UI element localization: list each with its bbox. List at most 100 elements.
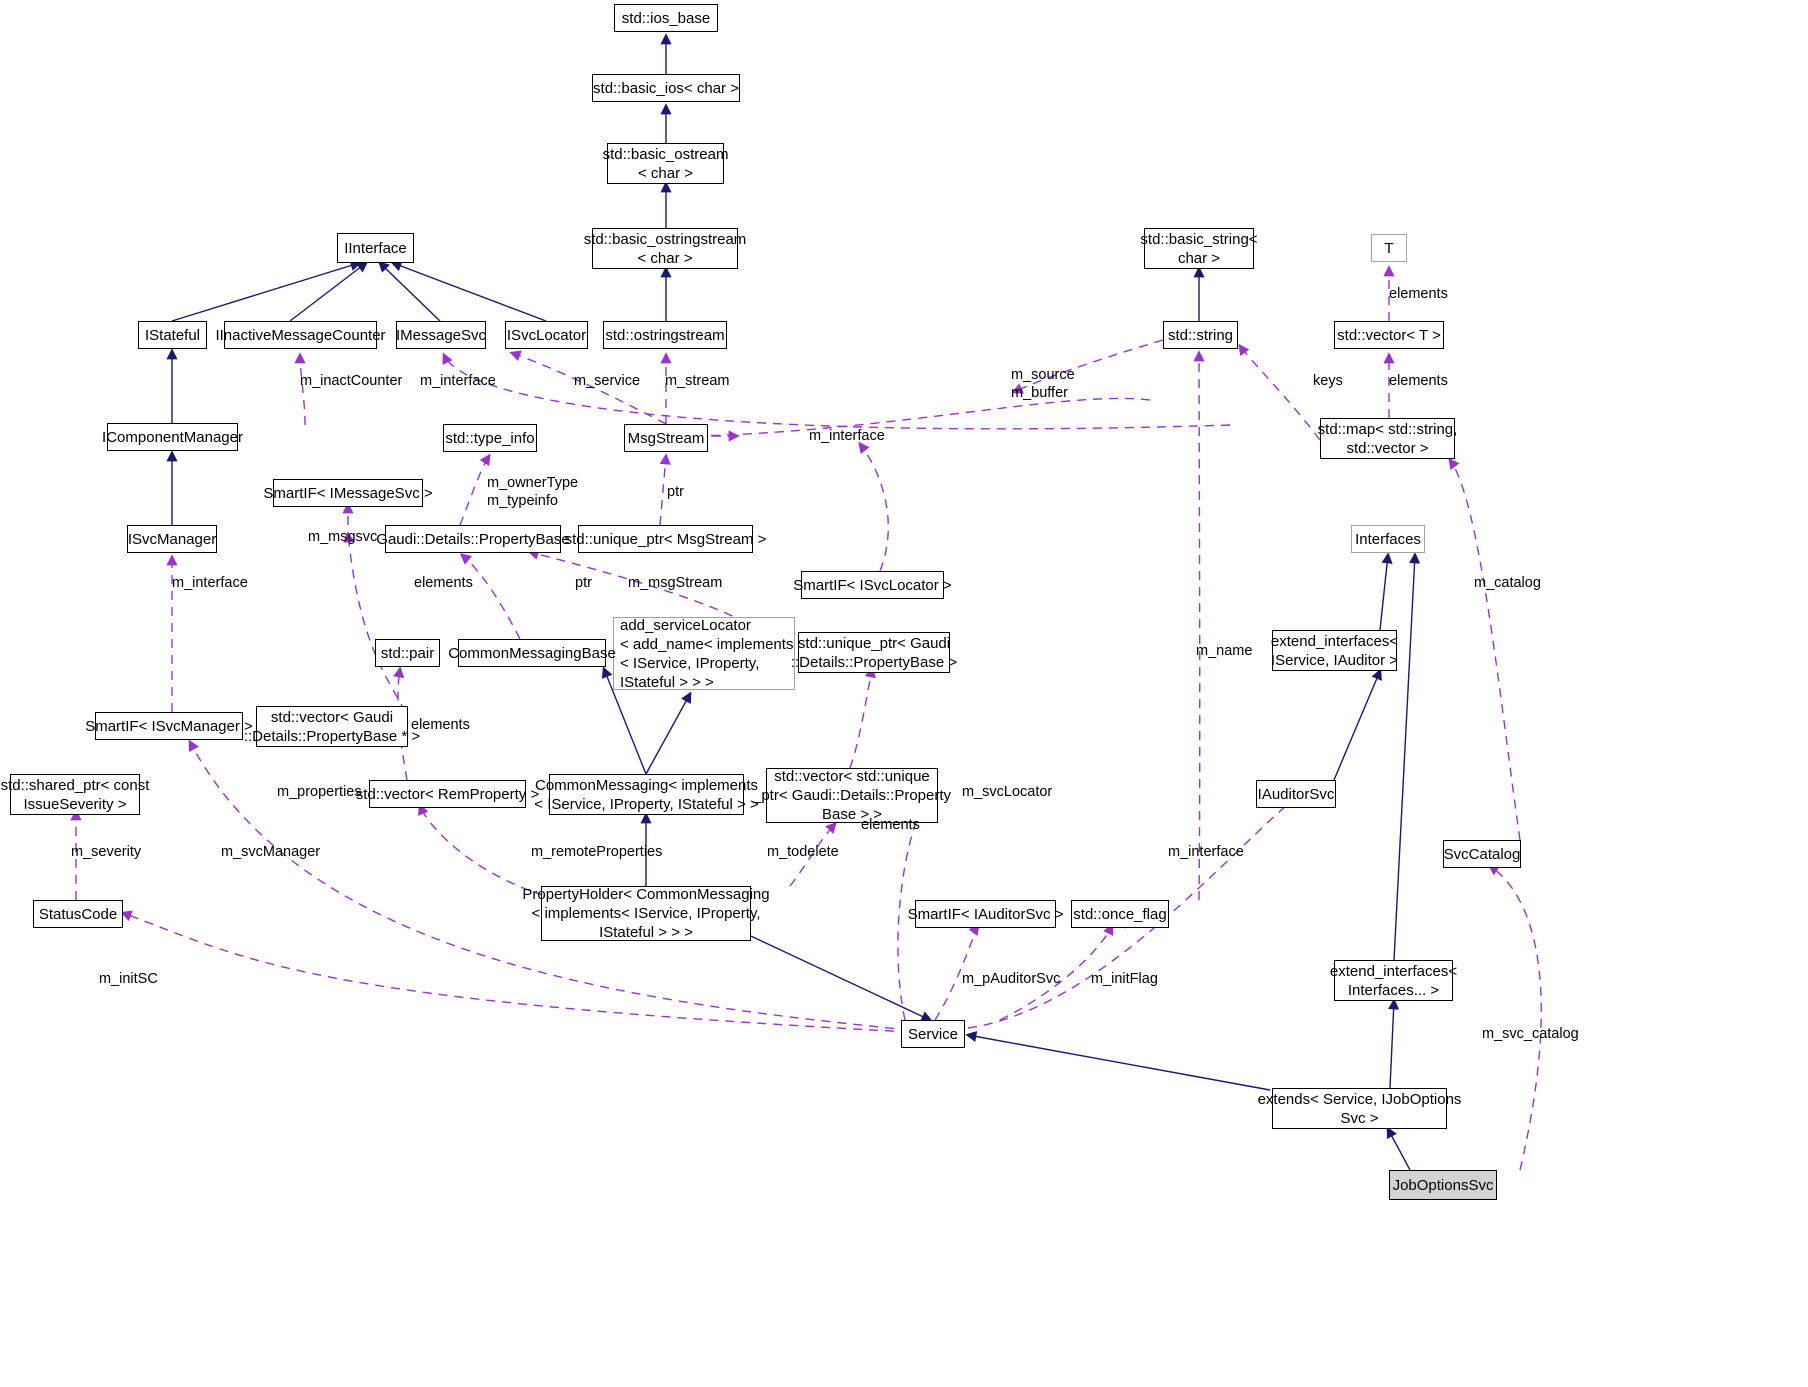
node-commonmessagingbase[interactable]: CommonMessagingBase <box>448 639 616 667</box>
node-smartif-imessagesvc[interactable]: SmartIF< IMessageSvc > <box>263 479 433 507</box>
node-label: Service <box>907 1025 959 1043</box>
node-commonmessaging[interactable]: CommonMessaging< implements < IService, … <box>534 774 759 815</box>
node-smartif-isvcmanager[interactable]: SmartIF< ISvcManager > <box>85 712 253 740</box>
node-std-unique-ptr-gaudi-propertybase[interactable]: std::unique_ptr< Gaudi ::Details::Proper… <box>791 632 957 673</box>
node-label: SmartIF< IMessageSvc > <box>263 484 433 502</box>
node-std-string[interactable]: std::string <box>1163 321 1238 349</box>
node-service[interactable]: Service <box>901 1020 965 1048</box>
edge-label-elements-t: elements <box>1389 286 1448 302</box>
node-label: extends< Service, IJobOptions Svc > <box>1257 1090 1462 1127</box>
node-std-vector-unique-ptr-gaudi[interactable]: std::vector< std::unique _ptr< Gaudi::De… <box>753 768 951 823</box>
node-label: extend_interfaces< Interfaces... > <box>1329 962 1458 999</box>
node-std-once-flag[interactable]: std::once_flag <box>1071 900 1169 928</box>
edge-label-keys: keys <box>1313 373 1343 389</box>
node-label: IInactiveMessageCounter <box>215 326 386 344</box>
node-label: std::shared_ptr< const IssueSeverity > <box>0 776 150 813</box>
node-std-vector-propertybase-ptr[interactable]: std::vector< Gaudi ::Details::PropertyBa… <box>244 706 420 747</box>
node-std-vector-t[interactable]: std::vector< T > <box>1334 321 1444 349</box>
node-std-basic-string[interactable]: std::basic_string< char > <box>1140 228 1258 269</box>
node-label: Gaudi::Details::PropertyBase <box>376 530 570 548</box>
node-label: ISvcManager <box>127 530 217 548</box>
node-std-vector-remproperty[interactable]: std::vector< RemProperty > <box>356 780 539 808</box>
node-label: std::unique_ptr< MsgStream > <box>564 530 767 548</box>
node-iinterface[interactable]: IInterface <box>337 233 414 263</box>
edge-label-m-interface-iauditorsvc: m_interface <box>1168 844 1244 860</box>
edge-label-ptr-propertybase: ptr <box>575 575 592 591</box>
edge-label-m-pauditorsvc: m_pAuditorSvc <box>962 971 1061 987</box>
node-std-pair[interactable]: std::pair <box>375 639 440 667</box>
edge-label-m-interface-svclocator: m_interface <box>809 428 885 444</box>
edge-label-elements-vector-t: elements <box>1389 373 1448 389</box>
edge-label-m-initflag: m_initFlag <box>1091 971 1158 987</box>
node-std-basic-ostringstream[interactable]: std::basic_ostringstream < char > <box>584 228 746 269</box>
node-std-type-info[interactable]: std::type_info <box>443 424 537 452</box>
node-label: std::vector< std::unique _ptr< Gaudi::De… <box>753 768 952 823</box>
node-add-servicelocator[interactable]: add_serviceLocator < add_name< implement… <box>613 617 795 691</box>
node-statuscode[interactable]: StatusCode <box>33 900 123 928</box>
edge-label-m-catalog: m_catalog <box>1474 575 1541 591</box>
edge-label-m-svcmanager: m_svcManager <box>221 844 321 860</box>
node-label: IStateful <box>144 326 201 344</box>
node-label: SvcCatalog <box>1443 845 1521 863</box>
node-std-basic-ostream[interactable]: std::basic_ostream < char > <box>603 143 728 184</box>
node-template-t[interactable]: T <box>1371 234 1407 262</box>
node-icomponentmanager[interactable]: IComponentManager <box>102 423 243 451</box>
node-label: StatusCode <box>38 905 118 923</box>
node-label: std::map< std::string, std::vector > <box>1317 420 1458 457</box>
edge-label-m-initsc: m_initSC <box>99 971 158 987</box>
node-iauditorsvc[interactable]: IAuditorSvc <box>1256 780 1336 808</box>
node-std-map-string-vector[interactable]: std::map< std::string, std::vector > <box>1317 418 1458 459</box>
edge-label-m-msgsvc: m_msgsvc <box>308 529 378 545</box>
node-label: ISvcLocator <box>506 326 587 344</box>
edge-label-elements-unique-ptr: elements <box>861 817 920 833</box>
node-gaudi-details-propertybase[interactable]: Gaudi::Details::PropertyBase <box>376 525 570 553</box>
edge-label-m-severity: m_severity <box>71 844 142 860</box>
edge-label-m-service: m_service <box>574 373 641 389</box>
node-extends-service-ijoboptionssvc[interactable]: extends< Service, IJobOptions Svc > <box>1258 1088 1461 1129</box>
edge-label-m-stream: m_stream <box>665 373 730 389</box>
node-label: std::vector< T > <box>1337 326 1441 344</box>
node-istateful[interactable]: IStateful <box>138 321 207 349</box>
node-label: extend_interfaces< IService, IAuditor > <box>1270 632 1399 669</box>
edge-label-ptr-msgstream: ptr <box>667 484 684 500</box>
node-extend-interfaces-iservice-iauditor[interactable]: extend_interfaces< IService, IAuditor > <box>1270 630 1399 671</box>
edge-label-m-interface-imessagesvc: m_interface <box>420 373 496 389</box>
node-smartif-iauditorsvc[interactable]: SmartIF< IAuditorSvc > <box>908 900 1063 928</box>
edge-label-elements-propertybase: elements <box>414 575 473 591</box>
node-iinactivemessagecounter[interactable]: IInactiveMessageCounter <box>215 321 386 349</box>
node-label: std::basic_ostream < char > <box>602 145 729 182</box>
edge-label-m-msgstream: m_msgStream <box>628 575 723 591</box>
node-std-shared-ptr-issueseverity[interactable]: std::shared_ptr< const IssueSeverity > <box>1 774 149 815</box>
node-interfaces[interactable]: Interfaces <box>1351 525 1425 553</box>
node-extend-interfaces-variadic[interactable]: extend_interfaces< Interfaces... > <box>1330 960 1457 1001</box>
node-propertyholder[interactable]: PropertyHolder< CommonMessaging < implem… <box>522 886 770 941</box>
node-svccatalog[interactable]: SvcCatalog <box>1443 840 1521 868</box>
edge-label-m-svc-catalog: m_svc_catalog <box>1482 1026 1579 1042</box>
node-smartif-isvclocator[interactable]: SmartIF< ISvcLocator > <box>793 571 952 599</box>
node-isvclocator[interactable]: ISvcLocator <box>505 321 588 349</box>
node-label: std::string <box>1167 326 1234 344</box>
edge-label-m-ownertype-m-typeinfo: m_ownerType m_typeinfo <box>487 475 579 509</box>
node-label: std::vector< RemProperty > <box>355 785 540 803</box>
node-imessagesvc[interactable]: IMessageSvc <box>396 321 486 349</box>
node-label: Interfaces <box>1355 530 1421 548</box>
edge-label-m-remoteproperties: m_remoteProperties <box>531 844 663 860</box>
node-label: std::pair <box>380 644 435 662</box>
edge-label-m-interface-isvcmanager: m_interface <box>172 575 248 591</box>
node-label: MsgStream <box>627 429 705 447</box>
node-isvcmanager[interactable]: ISvcManager <box>127 525 217 553</box>
node-std-ostringstream[interactable]: std::ostringstream <box>603 321 727 349</box>
node-msgstream[interactable]: MsgStream <box>624 424 708 452</box>
edge-label-m-properties: m_properties <box>277 784 362 800</box>
node-std-ios-base[interactable]: std::ios_base <box>614 4 718 32</box>
edge-label-m-name: m_name <box>1196 643 1253 659</box>
node-label: std::type_info <box>445 429 535 447</box>
node-std-basic-ios[interactable]: std::basic_ios< char > <box>592 74 740 102</box>
node-std-unique-ptr-msgstream[interactable]: std::unique_ptr< MsgStream > <box>565 525 766 553</box>
node-label: T <box>1384 239 1394 257</box>
node-label: IMessageSvc <box>395 326 487 344</box>
node-joboptionssvc[interactable]: JobOptionsSvc <box>1389 1170 1497 1200</box>
edge-label-m-svclocator: m_svcLocator <box>962 784 1053 800</box>
edge-label-m-inact-counter: m_inactCounter <box>300 373 403 389</box>
